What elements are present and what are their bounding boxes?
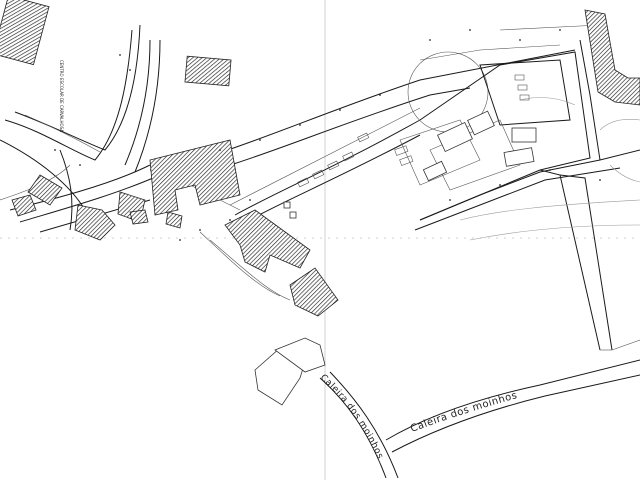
survey-points: [54, 29, 601, 241]
existing-buildings: [0, 0, 640, 317]
label-stream-branch-path: Caleira dos moinhos: [318, 373, 384, 461]
label-stream-main: Caleira dos moinhos: [409, 390, 519, 435]
parking-bays: [297, 74, 530, 188]
proposed-structures: [254, 110, 537, 406]
stream-caleira: [319, 339, 640, 479]
label-stream-branch: Caleira dos moinhos: [318, 373, 385, 461]
label-school: CENTRO ESCOLAR DE CARVALHOSA: [59, 60, 64, 132]
label-stream-main-path: Caleira dos moinhos: [409, 390, 518, 435]
